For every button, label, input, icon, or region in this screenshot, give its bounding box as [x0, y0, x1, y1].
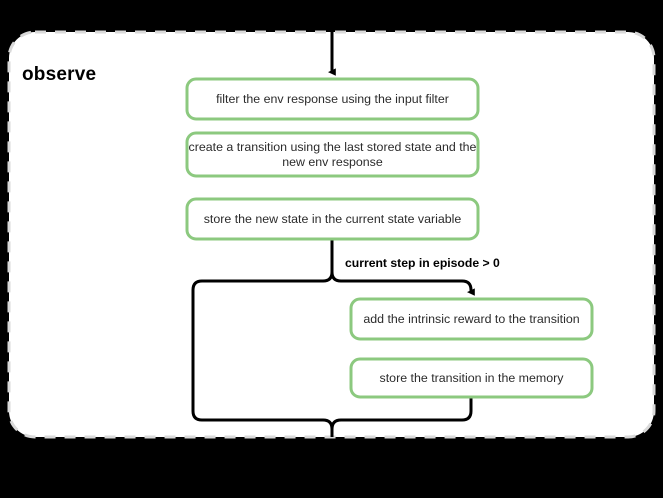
node-box: [185, 77, 480, 121]
node-label-line2: new env response: [282, 155, 383, 169]
store-the-new-state-node[interactable]: store the new state in the current state…: [185, 197, 480, 241]
node-box: [349, 297, 594, 341]
add-the-intrinsic-reward-node[interactable]: add the intrinsic reward to the transiti…: [349, 297, 594, 341]
page-title: observe: [22, 64, 97, 85]
node-label: add the intrinsic reward to the transiti…: [363, 312, 579, 326]
node-box: [349, 357, 594, 399]
node-label: store the new state in the current state…: [204, 212, 462, 226]
filter-the-env-response-node[interactable]: filter the env response using the input …: [185, 77, 480, 121]
condition-edge-label: current step in episode > 0: [345, 256, 500, 270]
node-box: [185, 197, 480, 241]
node-label: store the transition in the memory: [380, 371, 565, 385]
create-a-transition-node[interactable]: create a transition using the last store…: [185, 131, 480, 178]
node-label-line1: create a transition using the last store…: [189, 140, 477, 154]
right-return-path: [330, 397, 473, 437]
node-box: [185, 131, 480, 178]
condition-branch-path: [330, 271, 475, 296]
store-the-transition-in-the-memory-node[interactable]: store the transition in the memory: [349, 357, 594, 399]
node-label: filter the env response using the input …: [216, 92, 449, 106]
bypass-path: [191, 271, 334, 437]
